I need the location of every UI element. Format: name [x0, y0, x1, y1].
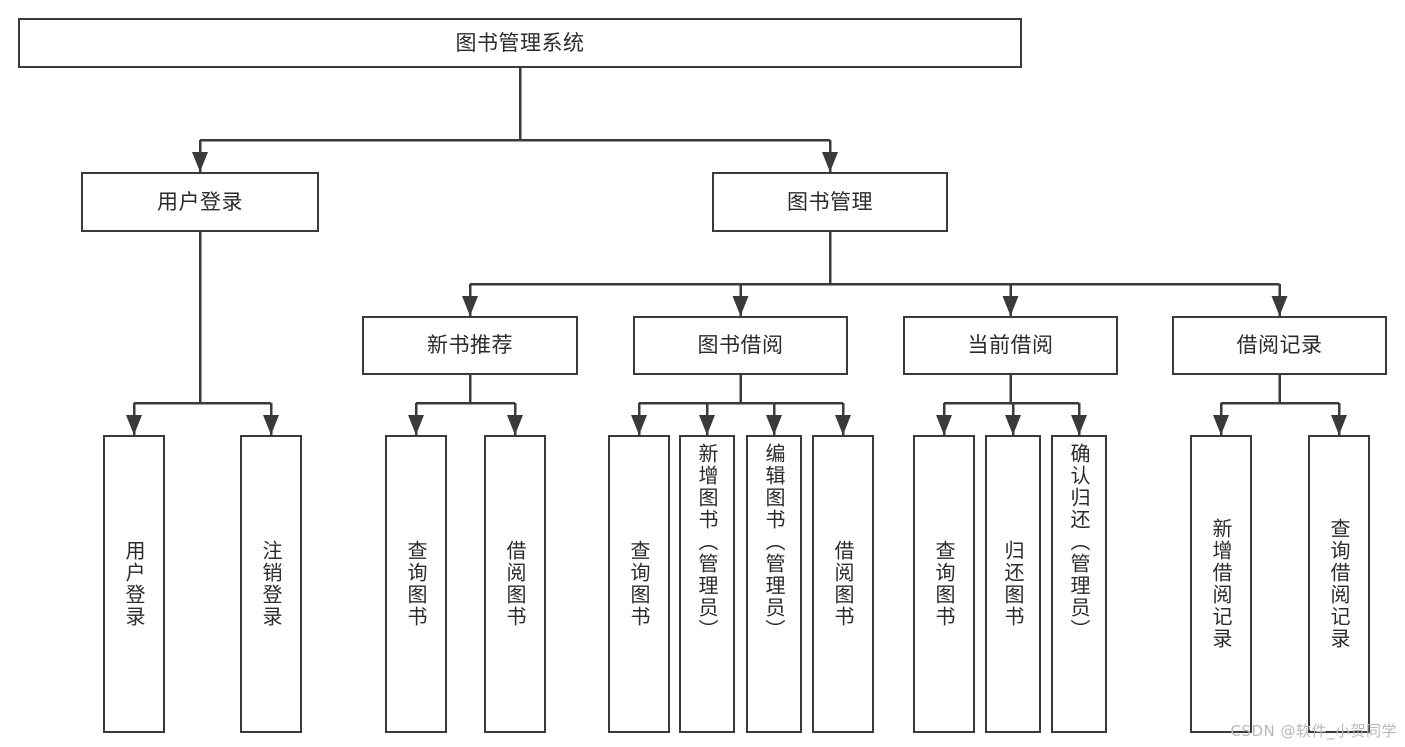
node-newbooks[interactable]: 新书推荐: [362, 316, 578, 375]
node-login[interactable]: 用户登录: [81, 172, 319, 232]
node-l-bor-3[interactable]: 编辑图书（管理员）: [746, 435, 802, 733]
node-l-new-1[interactable]: 查询图书: [385, 435, 447, 733]
node-label: 图书借阅: [697, 333, 784, 358]
node-label: 图书管理系统: [455, 30, 585, 55]
node-l-rec-2[interactable]: 查询借阅记录: [1308, 435, 1370, 733]
node-label: 新增图书（管理员）: [695, 443, 719, 641]
node-label: 查询图书: [627, 540, 651, 628]
node-l-cur-2[interactable]: 归还图书: [985, 435, 1041, 733]
node-label: 当前借阅: [967, 333, 1054, 358]
node-label: 图书管理: [787, 189, 873, 214]
node-label: 查询借阅记录: [1327, 518, 1351, 650]
node-label: 新书推荐: [427, 333, 513, 358]
node-l-cur-3[interactable]: 确认归还（管理员）: [1051, 435, 1107, 733]
node-label: 归还图书: [1001, 540, 1025, 628]
node-records[interactable]: 借阅记录: [1172, 316, 1387, 375]
node-l-bor-1[interactable]: 查询图书: [608, 435, 670, 733]
node-label: 确认归还（管理员）: [1067, 443, 1091, 641]
node-label: 借阅图书: [503, 540, 527, 628]
node-l-bor-4[interactable]: 借阅图书: [812, 435, 874, 733]
node-l-rec-1[interactable]: 新增借阅记录: [1190, 435, 1252, 733]
node-label: 注销登录: [259, 540, 283, 628]
csdn-watermark: CSDN @软件_小贺同学: [1230, 722, 1397, 740]
node-label: 编辑图书（管理员）: [762, 443, 786, 641]
node-current[interactable]: 当前借阅: [903, 316, 1118, 375]
node-label: 查询图书: [932, 540, 956, 628]
node-label: 新增借阅记录: [1209, 518, 1233, 650]
node-label: 用户登录: [157, 189, 243, 214]
node-l-login-1[interactable]: 用户登录: [103, 435, 165, 733]
node-l-cur-1[interactable]: 查询图书: [913, 435, 975, 733]
node-label: 用户登录: [122, 540, 146, 628]
node-label: 查询图书: [404, 540, 428, 628]
node-l-bor-2[interactable]: 新增图书（管理员）: [679, 435, 735, 733]
node-root[interactable]: 图书管理系统: [18, 18, 1022, 68]
node-borrow[interactable]: 图书借阅: [633, 316, 848, 375]
node-l-login-2[interactable]: 注销登录: [240, 435, 302, 733]
node-label: 借阅记录: [1236, 333, 1323, 358]
node-label: 借阅图书: [831, 540, 855, 628]
node-bookmgmt[interactable]: 图书管理: [712, 172, 948, 232]
node-l-new-2[interactable]: 借阅图书: [484, 435, 546, 733]
